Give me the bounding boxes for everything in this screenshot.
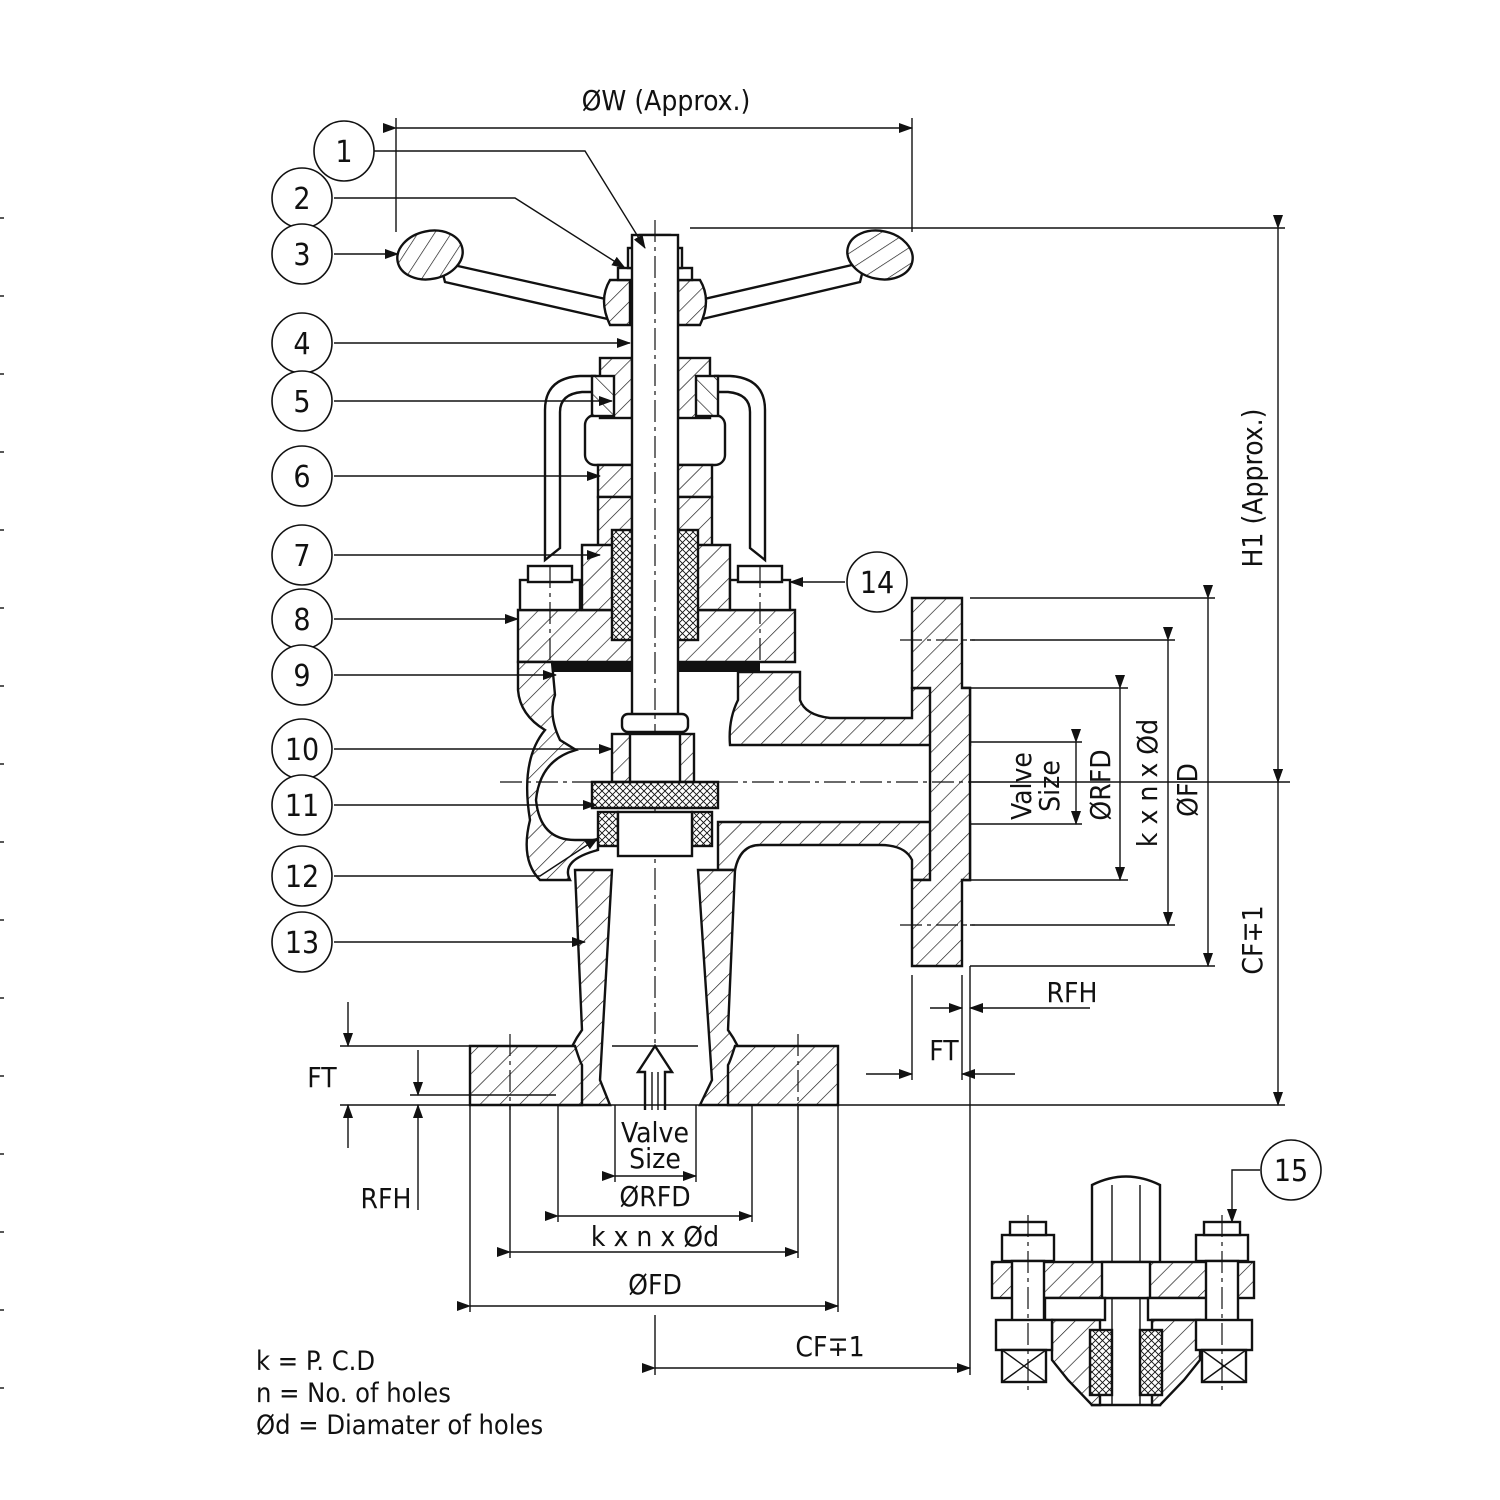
callout-15: 15 [1260, 1139, 1322, 1201]
bolt-detail-view [990, 1175, 1256, 1407]
callout-6: 6 [271, 445, 333, 507]
dim-valve-size-bottom-2: Size [629, 1142, 681, 1175]
callout-8: 8 [271, 588, 333, 650]
callout-2: 2 [271, 167, 333, 229]
callout-label: 7 [293, 539, 310, 574]
valve-body [468, 596, 990, 1110]
dim-center-to-face-right: CF∓1 [1236, 905, 1269, 974]
dim-raised-face-height-right: RFH [1047, 976, 1098, 1009]
dim-height: H1 (Approx.) [1236, 408, 1269, 567]
callout-label: 13 [285, 926, 319, 961]
callout-13: 13 [271, 911, 333, 973]
callout-label: 12 [285, 860, 319, 895]
dim-raised-face-height-left: RFH [361, 1182, 412, 1215]
callout-14: 14 [846, 551, 908, 613]
flow-arrow [635, 1043, 675, 1110]
disc [590, 732, 720, 858]
dim-rfd-right: ØRFD [1084, 749, 1117, 820]
callout-label: 10 [285, 733, 319, 768]
callout-9: 9 [271, 644, 333, 706]
dim-bolt-bottom: k x n x Ød [591, 1220, 719, 1253]
callout-label: 6 [293, 460, 310, 495]
note-pcd: k = P. C.D [256, 1346, 375, 1377]
dim-center-to-face-bottom: CF∓1 [795, 1330, 864, 1363]
callout-10: 10 [271, 718, 333, 780]
callout-7: 7 [271, 524, 333, 586]
dim-valve-size-right-2: Size [1033, 760, 1066, 812]
callout-1: 1 [313, 120, 375, 182]
dim-fd-bottom: ØFD [628, 1268, 682, 1301]
dim-rfd-bottom: ØRFD [619, 1180, 690, 1213]
dim-valve-size-bottom-1: Valve [621, 1116, 689, 1149]
callout-label: 11 [285, 789, 319, 824]
dim-flange-thickness-right: FT [929, 1034, 959, 1067]
note-holes: n = No. of holes [256, 1378, 451, 1409]
callout-5: 5 [271, 370, 333, 432]
callout-4: 4 [271, 312, 333, 374]
callout-label: 15 [1274, 1154, 1308, 1189]
dim-handwheel-diameter: ØW (Approx.) [582, 84, 751, 117]
callout-label: 9 [293, 659, 310, 694]
callout-label: 14 [860, 566, 894, 601]
callout-label: 3 [293, 238, 310, 273]
dim-fd-right: ØFD [1171, 763, 1204, 817]
margin-ticks [0, 217, 4, 1389]
callout-12: 12 [271, 845, 333, 907]
callout-label: 5 [293, 385, 310, 420]
stem [620, 220, 690, 1100]
note-hole-diameter: Ød = Diamater of holes [256, 1410, 543, 1441]
callout-label: 2 [293, 182, 310, 217]
callout-label: 8 [293, 603, 310, 638]
callout-leaders [334, 150, 1260, 1223]
dim-bolt-right: k x n x Ød [1131, 719, 1164, 847]
callout-11: 11 [271, 774, 333, 836]
dim-flange-thickness-left: FT [307, 1061, 337, 1094]
callout-3: 3 [271, 223, 333, 285]
dimension-lines [340, 118, 1290, 1375]
callout-label: 4 [293, 327, 310, 362]
dim-valve-size-right-1: Valve [1005, 752, 1038, 820]
callout-label: 1 [335, 135, 352, 170]
